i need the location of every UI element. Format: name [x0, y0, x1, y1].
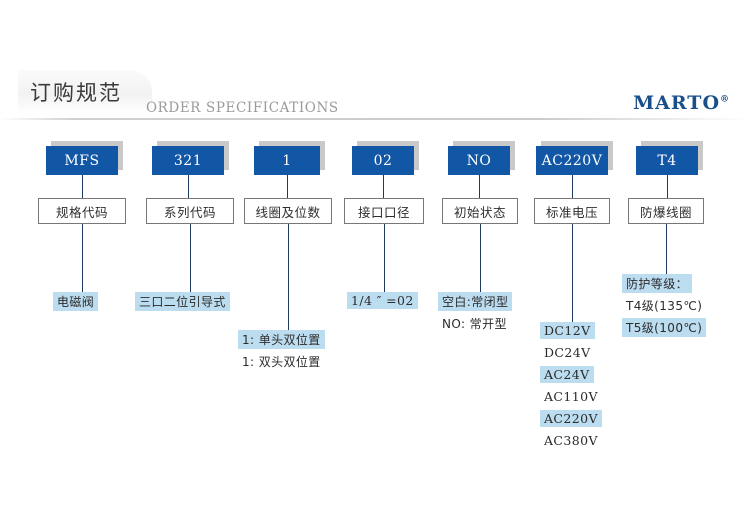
- option-6-1[interactable]: T4级(135℃): [626, 299, 703, 313]
- connector-line-top-1: [188, 175, 189, 198]
- connector-line-bottom-4: [480, 224, 481, 292]
- option-5-5[interactable]: AC380V: [544, 433, 598, 448]
- connector-line-bottom-2: [288, 224, 289, 330]
- option-4-0[interactable]: 空白:常闭型: [438, 292, 513, 311]
- code-box-ac220v[interactable]: AC220V: [536, 146, 608, 175]
- code-box-02[interactable]: 02: [352, 146, 414, 175]
- label-box-4: 初始状态: [442, 198, 518, 224]
- option-5-0[interactable]: DC12V: [540, 322, 595, 339]
- label-box-6: 防爆线圈: [628, 198, 704, 224]
- connector-line-top-0: [82, 175, 83, 198]
- option-6-0[interactable]: 防护等级：: [622, 274, 693, 293]
- option-5-4[interactable]: AC220V: [540, 410, 602, 427]
- code-box-t4[interactable]: T4: [636, 146, 698, 175]
- brand-name: MARTO: [633, 92, 720, 114]
- connector-line-bottom-0: [82, 224, 83, 292]
- label-box-2: 线圈及位数: [244, 198, 332, 224]
- code-box-321[interactable]: 321: [152, 146, 224, 175]
- connector-line-bottom-3: [384, 224, 385, 292]
- option-2-1[interactable]: 1: 双头双位置: [242, 355, 321, 369]
- label-box-0: 规格代码: [38, 198, 126, 224]
- option-1-0[interactable]: 三口二位引导式: [135, 292, 230, 311]
- label-box-5: 标准电压: [534, 198, 610, 224]
- connector-line-bottom-5: [572, 224, 573, 322]
- option-2-0[interactable]: 1: 单头双位置: [238, 330, 325, 349]
- page-title-cn: 订购规范: [30, 81, 122, 105]
- option-3-0[interactable]: 1/4 ″ =02: [347, 292, 418, 309]
- connector-line-top-3: [383, 175, 384, 198]
- connector-line-bottom-1: [190, 224, 191, 292]
- page-title-en: ORDER SPECIFICATIONS: [146, 100, 339, 116]
- code-box-mfs[interactable]: MFS: [46, 146, 118, 175]
- registered-trademark-icon: ®: [720, 94, 730, 105]
- connector-line-top-4: [479, 175, 480, 198]
- code-box-no[interactable]: NO: [448, 146, 510, 175]
- option-6-2[interactable]: T5级(100℃): [622, 318, 707, 337]
- connector-line-top-2: [287, 175, 288, 198]
- connector-line-top-5: [572, 175, 573, 198]
- option-0-0[interactable]: 电磁阀: [53, 292, 99, 311]
- connector-line-bottom-6: [666, 224, 667, 274]
- option-5-1[interactable]: DC24V: [544, 345, 591, 360]
- connector-line-top-6: [667, 175, 668, 198]
- label-box-3: 接口口径: [344, 198, 424, 224]
- brand-logo: MARTO®: [633, 92, 730, 114]
- option-4-1[interactable]: NO: 常开型: [442, 317, 507, 331]
- option-5-2[interactable]: AC24V: [540, 366, 594, 383]
- option-5-3[interactable]: AC110V: [544, 389, 598, 404]
- label-box-1: 系列代码: [146, 198, 234, 224]
- code-box-1[interactable]: 1: [254, 146, 320, 175]
- title-tab-background: [18, 70, 152, 114]
- header-divider: [0, 118, 750, 120]
